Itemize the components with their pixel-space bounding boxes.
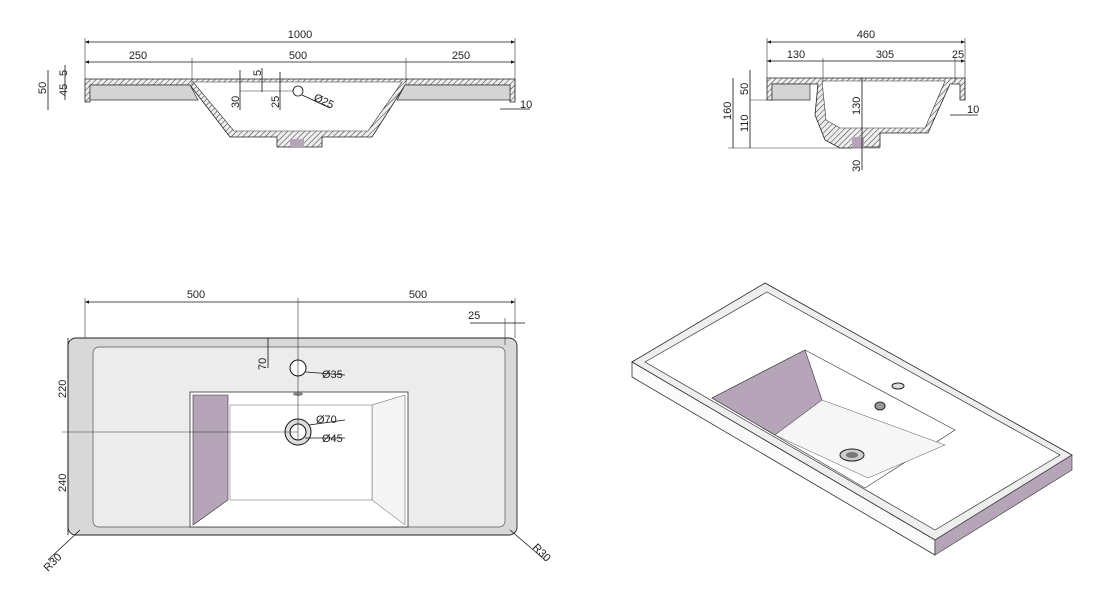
dim-overall-depth: 460 [857,29,875,41]
dim-back-lip: 25 [952,49,964,61]
dim-left-half: 500 [187,289,205,301]
dim-lower-height: 110 [739,114,751,132]
dim-drain-inner-dia: Ø45 [322,433,343,445]
dim-deck-thickness: 5 [58,70,70,76]
plan-view: 500 500 25 70 Ø35 Ø70 Ø45 220 240 R30 R3… [42,289,553,574]
dim-radius-right: R30 [530,542,553,565]
dim-total-height: 160 [722,102,734,120]
dim-front-deck: 130 [787,49,805,61]
dim-front-to-center: 220 [57,380,69,398]
dim-right-deck: 250 [452,50,470,62]
dim-tap-top-5: 5 [252,70,264,76]
dim-overall-width: 1000 [288,29,312,41]
dim-right-half: 500 [409,289,427,301]
dim-basin-inner-depth: 130 [851,97,863,115]
dim-tap-offset-30: 30 [230,96,242,108]
dim-drain-outer-dia: Ø70 [316,414,337,426]
dim-left-deck: 250 [129,50,147,62]
side-section-view: 460 130 305 25 50 160 110 130 30 10 [722,29,979,172]
dim-edge-offset: 25 [468,310,480,322]
dim-rim-height: 45 [58,84,70,96]
dim-basin-width: 500 [289,50,307,62]
dim-skirt-thickness: 10 [520,99,532,111]
dim-radius-left: R30 [42,551,65,574]
dim-basin-depth: 305 [876,49,894,61]
dim-tap-offset: 70 [257,358,269,370]
dim-tap-offset-25: 25 [270,96,282,108]
dim-center-to-back: 240 [57,474,69,492]
front-section-view: 1000 250 500 250 50 5 45 30 5 25 Ø25 10 [37,29,532,148]
dim-tap-hole-dia: Ø35 [322,369,343,381]
dim-total-height: 50 [37,82,49,94]
isometric-view [631,282,1073,556]
dim-skirt-thickness: 10 [967,104,979,116]
dim-drain-height: 30 [851,160,863,172]
dim-rim-height: 50 [739,83,751,95]
